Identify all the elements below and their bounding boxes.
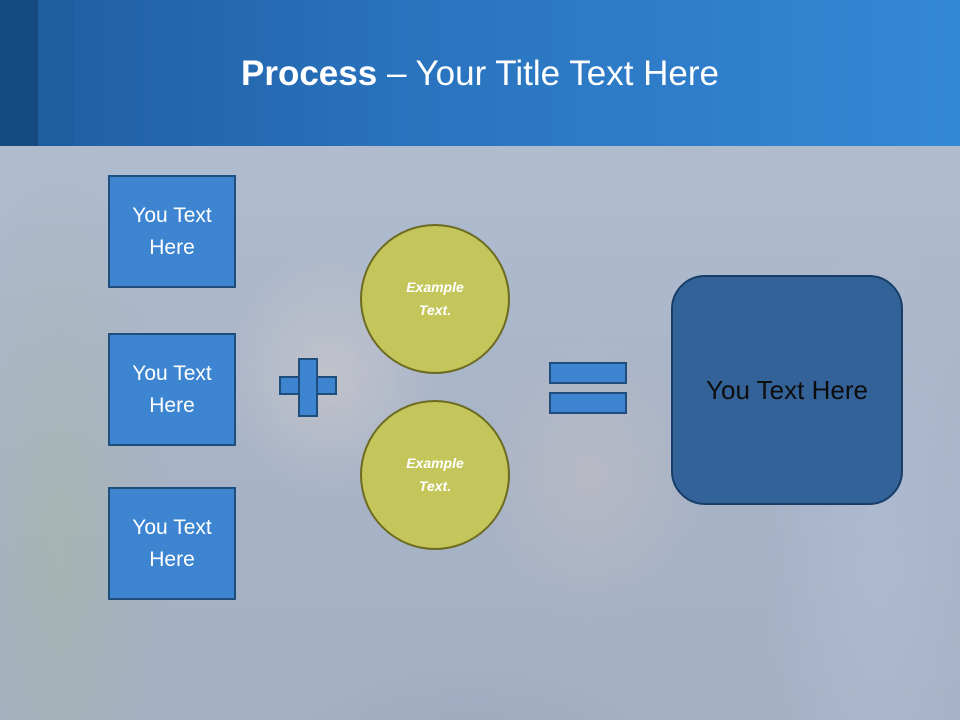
slide-title-bold: Process xyxy=(241,54,378,93)
text-box-2-line2: Here xyxy=(149,393,195,417)
banner-accent-strip-secondary xyxy=(38,0,74,146)
text-box-1-line1: You Text xyxy=(132,203,212,227)
example-circle-2-line2: Text. xyxy=(418,478,452,494)
equals-top-bar xyxy=(549,362,627,384)
text-box-3-line1: You Text xyxy=(132,515,212,539)
example-circle-1-line1: Example xyxy=(406,279,464,295)
slide-title[interactable]: Process – Your Title Text Here xyxy=(0,48,960,100)
text-box-1-line2: Here xyxy=(149,235,195,259)
example-circle-2-line1: Example xyxy=(406,455,464,471)
banner-accent-strip xyxy=(0,0,38,146)
text-box-2-line1: You Text xyxy=(132,361,212,385)
text-box-3-line2: Here xyxy=(149,547,195,571)
slide-title-rest: – Your Title Text Here xyxy=(377,54,719,93)
result-text: You Text Here xyxy=(706,374,868,405)
title-banner: Process – Your Title Text Here xyxy=(0,0,960,146)
result-box[interactable]: You Text Here xyxy=(671,275,903,505)
example-circle-1-line2: Text. xyxy=(418,302,452,318)
equals-bottom-bar xyxy=(549,392,627,414)
plus-center-fill xyxy=(300,378,316,393)
